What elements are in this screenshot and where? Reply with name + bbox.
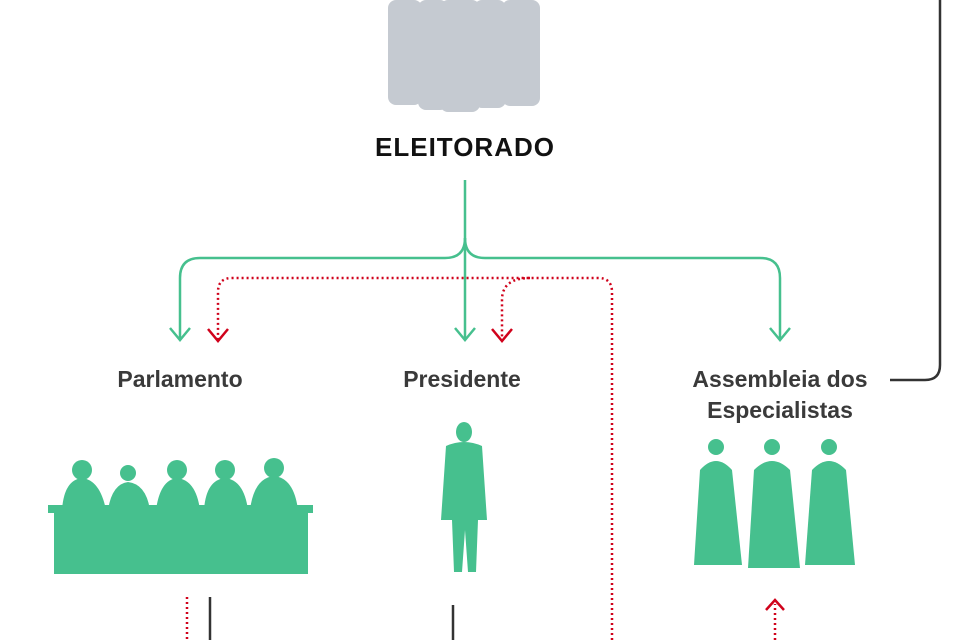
arrowhead-president-red <box>491 328 513 343</box>
assembly-icon <box>694 439 855 568</box>
assembly-link <box>208 0 942 640</box>
assembly-label: Assembleia dos Especialistas <box>660 364 900 426</box>
arrowhead-assembly-red <box>765 598 785 611</box>
president-icon <box>441 422 487 572</box>
president-label: Presidente <box>403 366 521 392</box>
arrowhead-parliament-red <box>207 328 229 343</box>
parliament-label: Parlamento <box>117 366 243 392</box>
assembly-label-line2: Especialistas <box>707 397 853 423</box>
election-arrows <box>169 180 791 342</box>
assembly-label-line1: Assembleia dos <box>692 366 868 392</box>
parliament-icon <box>48 458 313 574</box>
appointment-arrows <box>185 276 777 640</box>
electorate-label: ELEITORADO <box>375 132 555 162</box>
electorate-crowd-icon <box>388 0 540 112</box>
